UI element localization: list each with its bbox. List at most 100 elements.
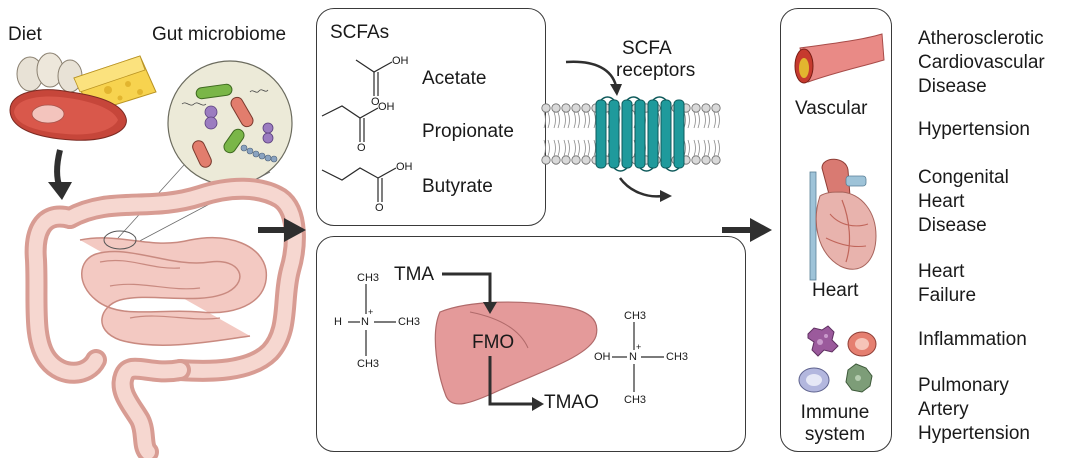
lipid-head	[561, 155, 571, 165]
lipid-tail	[557, 111, 560, 129]
propionate-label: Propionate	[422, 121, 514, 142]
lipid-head	[551, 103, 561, 113]
receptor-in-arrow	[610, 84, 622, 96]
lipid-head	[581, 155, 591, 165]
outcome-ascvd: Atherosclerotic Cardiovascular Disease	[918, 27, 1045, 99]
scfa-box	[316, 8, 546, 226]
lipid-head	[711, 103, 721, 113]
tmao-plus: +	[636, 342, 642, 352]
chd-line-1: Congenital	[918, 167, 1009, 188]
receptor-loop	[639, 167, 654, 172]
lipid-tail	[693, 111, 696, 129]
lipid-head	[541, 103, 551, 113]
butyrate-oh: OH	[396, 161, 413, 173]
lipid-tail	[693, 139, 696, 157]
tmao-ch3-top: CH3	[624, 310, 647, 322]
chd-line-3: Disease	[918, 215, 987, 236]
lipid-tail	[687, 111, 690, 129]
receptor-loop	[626, 96, 641, 101]
lipid-tail	[703, 139, 706, 157]
scfa-title: SCFAs	[330, 22, 390, 43]
lipid-tail	[713, 139, 716, 157]
lipid-tail	[583, 111, 586, 129]
acetate-label: Acetate	[422, 68, 487, 89]
lipid-tail	[717, 111, 720, 129]
heart-label: Heart	[812, 280, 859, 301]
hf-line-2: Failure	[918, 285, 977, 306]
outcome-inflammation: Inflammation	[918, 329, 1027, 350]
vessel-illustration	[794, 33, 885, 84]
tmao-ch3-bottom: CH3	[624, 394, 647, 406]
heart-illustration	[809, 158, 877, 281]
scfa-receptors-label: SCFA receptors	[616, 38, 695, 82]
ascvd-line-2: Cardiovascular	[918, 52, 1045, 73]
tma-ch3-top: CH3	[357, 272, 380, 284]
pah-line-3: Hypertension	[918, 423, 1030, 444]
lipid-tail	[553, 111, 556, 129]
receptor-loop	[600, 96, 615, 101]
lipid-tail	[563, 111, 566, 129]
immune-system-label: Immune system	[799, 402, 871, 446]
tma-to-fmo-connector	[442, 272, 492, 304]
acetate-o: O	[371, 96, 380, 108]
propionate-oh: OH	[378, 101, 395, 113]
outcome-chd: Congenital Heart Disease	[918, 166, 1009, 238]
lipid-head	[571, 155, 581, 165]
butyrate-label: Butyrate	[422, 176, 493, 197]
microbiome-zoom-circle	[117, 60, 293, 245]
tmao-n: N	[629, 351, 637, 363]
outcome-hypertension: Hypertension	[918, 119, 1030, 140]
lipid-tail	[587, 111, 590, 129]
propionate-o: O	[357, 142, 366, 154]
tma-ch3-right: CH3	[398, 316, 421, 328]
lipid-tail	[697, 111, 700, 129]
lipid-head	[701, 155, 711, 165]
meat-illustration	[9, 89, 127, 141]
fmo-to-tmao-connector	[488, 356, 534, 406]
gut-to-metabolites-arrow	[284, 218, 306, 242]
lipid-tail	[707, 111, 710, 129]
lipid-tail	[543, 111, 546, 129]
lipid-tail	[543, 139, 546, 157]
ascvd-line-3: Disease	[918, 76, 987, 97]
butyrate-o: O	[375, 202, 384, 214]
lipid-tail	[567, 139, 570, 157]
lipid-tail	[553, 139, 556, 157]
diet-label: Diet	[8, 24, 42, 45]
eggs-illustration	[16, 52, 83, 93]
lipid-head	[581, 103, 591, 113]
lipid-head	[551, 155, 561, 165]
tma-plus: +	[368, 307, 374, 317]
pah-line-2: Artery	[918, 399, 969, 420]
immune-line-2: system	[804, 424, 866, 445]
tmao-ch3-right: CH3	[666, 351, 689, 363]
lipid-tail	[547, 111, 550, 129]
receptors-line-2: receptors	[616, 60, 696, 81]
vascular-label: Vascular	[795, 98, 868, 119]
fmo-label: FMO	[472, 332, 515, 353]
pah-line-1: Pulmonary	[918, 375, 1009, 396]
lipid-tail	[587, 139, 590, 157]
lipid-head	[691, 155, 701, 165]
lipid-tail	[567, 111, 570, 129]
immune-line-1: Immune	[800, 402, 870, 423]
lipid-tail	[707, 139, 710, 157]
lipid-tail	[577, 139, 580, 157]
lipid-tail	[573, 111, 576, 129]
chd-line-2: Heart	[918, 191, 965, 212]
tma-n: N	[361, 316, 369, 328]
lipid-tail	[687, 139, 690, 157]
lipid-tail	[697, 139, 700, 157]
outcome-pah: Pulmonary Artery Hypertension	[918, 374, 1030, 446]
tma-h: H	[334, 316, 342, 328]
lipid-head	[701, 103, 711, 113]
lipid-tail	[713, 111, 716, 129]
lipid-head	[571, 103, 581, 113]
receptor-out-arrow	[660, 190, 672, 202]
receptor-loop	[652, 96, 667, 101]
